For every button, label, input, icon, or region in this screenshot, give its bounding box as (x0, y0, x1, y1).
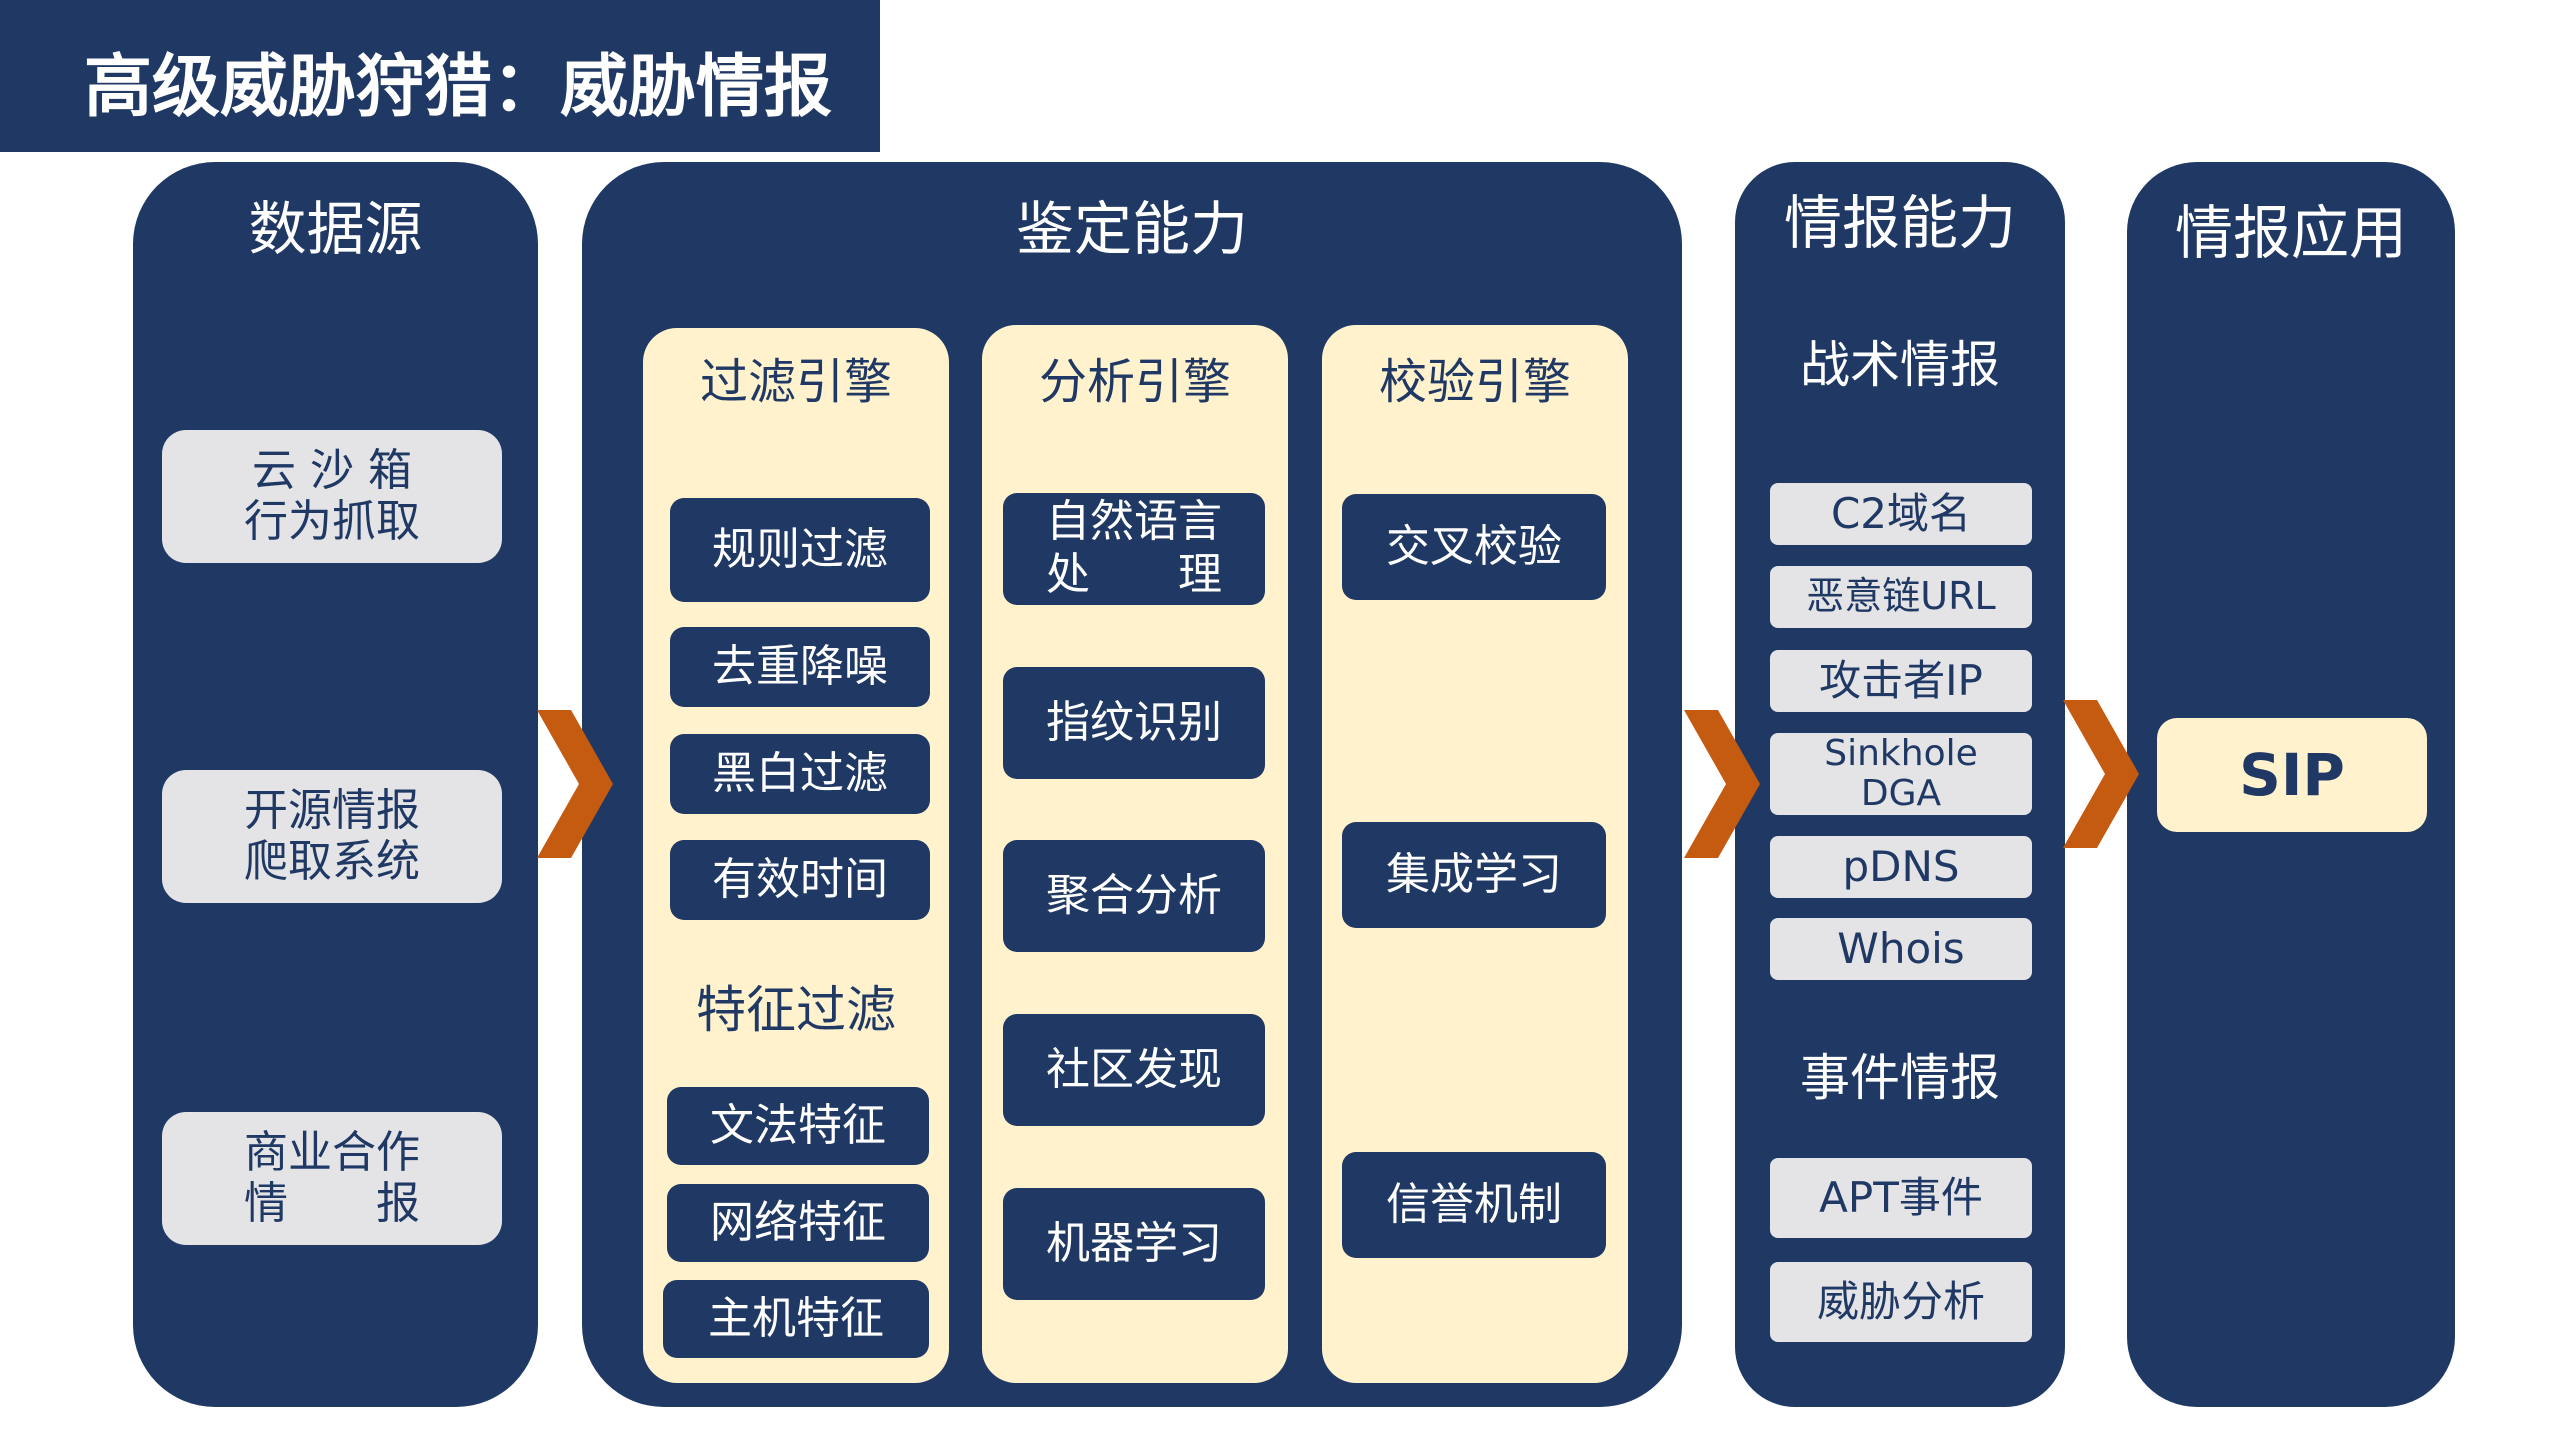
filter-engine-title: 过滤引擎 (699, 354, 892, 410)
dedup-denoise-box: 去重降噪 (670, 627, 930, 707)
host-feature-box: 主机特征 (663, 1280, 929, 1358)
arrow-right-icon (537, 710, 613, 858)
machine-learning-box: 机器学习 (1003, 1188, 1265, 1300)
event-intel-label: 事件情报 (1800, 1049, 2000, 1107)
source-open-intel-crawler: 开源情报 爬取系统 (162, 770, 502, 903)
cross-verify-box: 交叉校验 (1342, 494, 1606, 600)
data-source-title: 数据源 (248, 195, 423, 263)
arrow-right-icon (1684, 710, 1760, 858)
malicious-url-box: 恶意链URL (1770, 566, 2032, 628)
sip-box: SIP (2157, 718, 2427, 832)
intel-application-title: 情报应用 (2174, 199, 2407, 267)
analysis-engine-title: 分析引擎 (1038, 354, 1231, 410)
c2-domain-box: C2域名 (1770, 483, 2032, 545)
ensemble-learning-box: 集成学习 (1342, 822, 1606, 928)
whois-box: Whois (1770, 918, 2032, 980)
nlp-box: 自然语言 处 理 (1003, 493, 1265, 605)
identification-title: 鉴定能力 (1015, 195, 1248, 263)
network-feature-box: 网络特征 (667, 1184, 929, 1262)
community-detection-box: 社区发现 (1003, 1014, 1265, 1126)
reputation-box: 信誉机制 (1342, 1152, 1606, 1258)
pdns-box: pDNS (1770, 836, 2032, 898)
fingerprint-box: 指纹识别 (1003, 667, 1265, 779)
source-cloud-sandbox: 云 沙 箱 行为抓取 (162, 430, 502, 563)
rule-filter-box: 规则过滤 (670, 498, 930, 602)
intel-capability-title: 情报能力 (1783, 189, 2016, 257)
valid-time-box: 有效时间 (670, 840, 930, 920)
apt-event-box: APT事件 (1770, 1158, 2032, 1238)
page-title: 高级威胁狩猎：威胁情报 (0, 0, 880, 152)
aggregation-analysis-box: 聚合分析 (1003, 840, 1265, 952)
threat-analysis-box: 威胁分析 (1770, 1262, 2032, 1342)
black-white-filter-box: 黑白过滤 (670, 734, 930, 814)
feature-filter-label: 特征过滤 (696, 981, 896, 1039)
verify-engine-title: 校验引擎 (1378, 354, 1571, 410)
attacker-ip-box: 攻击者IP (1770, 650, 2032, 712)
tactical-intel-label: 战术情报 (1800, 336, 2000, 394)
grammar-feature-box: 文法特征 (667, 1087, 929, 1165)
source-commercial-intel: 商业合作 情 报 (162, 1112, 502, 1245)
arrow-right-icon (2063, 700, 2139, 848)
sinkhole-dga-box: Sinkhole DGA (1770, 733, 2032, 815)
